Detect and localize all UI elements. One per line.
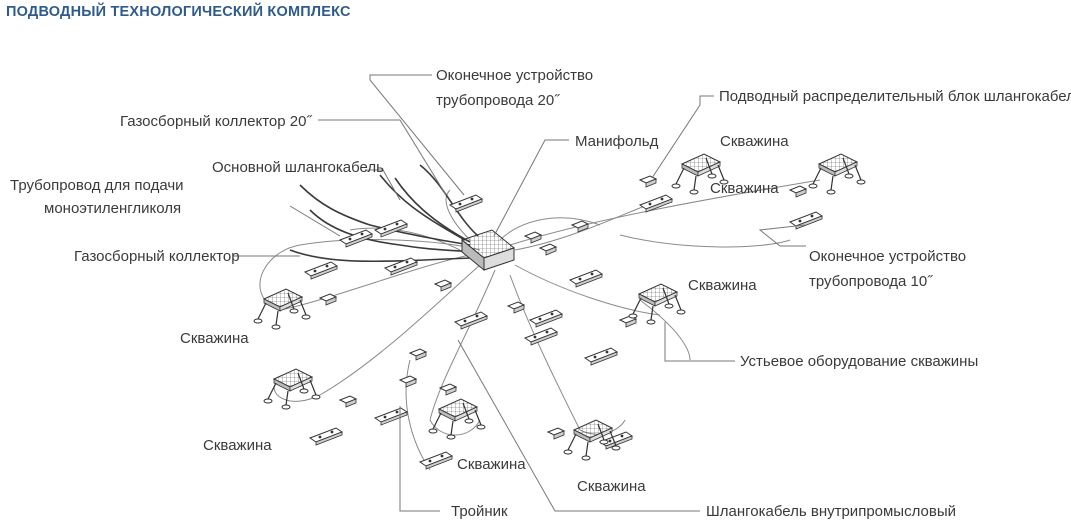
label-well-top-right-2: Скважина xyxy=(710,180,779,197)
label-terminal-10-line1: Оконечное устройство xyxy=(809,248,966,265)
label-terminal-20-line1: Оконечное устройство xyxy=(436,67,593,84)
label-manifold: Манифольд xyxy=(575,133,659,150)
label-distribution-unit: Подводный распределительный блок шлангок… xyxy=(719,88,1071,105)
label-wellhead-equipment: Устьевое оборудование скважины xyxy=(740,353,978,370)
label-main-umbilical: Основной шлангокабель xyxy=(212,159,384,176)
wells xyxy=(253,153,866,461)
label-well-top-right-1: Скважина xyxy=(720,133,789,150)
label-well-bottom-left: Скважина xyxy=(203,437,272,454)
label-meg-pipeline-line1: Трубопровод для подачи xyxy=(10,177,184,194)
label-terminal-10-line2: трубопровода 10˝ xyxy=(809,273,933,290)
label-tee: Тройник xyxy=(451,503,508,520)
umbilicals xyxy=(289,164,479,263)
label-terminal-20-line2: трубопровода 20˝ xyxy=(436,92,560,109)
label-meg-pipeline-line2: моноэтиленгликоля xyxy=(44,200,181,217)
label-well-center-right: Скважина xyxy=(688,277,757,294)
label-gas-manifold-20: Газосборный коллектор 20˝ xyxy=(120,113,312,130)
label-well-left: Скважина xyxy=(180,330,249,347)
labels: Оконечное устройство трубопровода 20˝ По… xyxy=(10,67,1071,520)
label-infield-umbilical: Шлангокабель внутрипромысловый xyxy=(706,503,956,520)
leader-lines xyxy=(233,74,806,512)
label-well-bottom-center: Скважина xyxy=(457,456,526,473)
diagram-title: ПОДВОДНЫЙ ТЕХНОЛОГИЧЕСКИЙ КОМПЛЕКС xyxy=(6,4,351,20)
pipelines xyxy=(259,179,821,471)
pipeline-end-units xyxy=(304,175,823,470)
label-well-bottom-right: Скважина xyxy=(577,478,646,495)
label-gas-manifold: Газосборный коллектор xyxy=(74,248,240,265)
manifold-structure xyxy=(460,229,516,272)
